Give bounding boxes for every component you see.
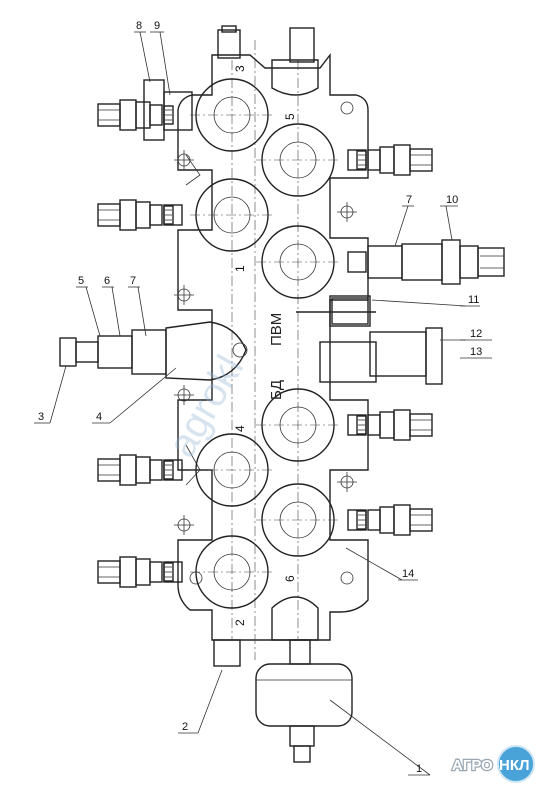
port-label-4: 4 <box>233 425 247 432</box>
port-label-3: 3 <box>233 65 247 72</box>
port-label-6: 6 <box>283 575 297 582</box>
callout-leaders <box>34 31 492 776</box>
callout-9: 9 <box>154 20 160 32</box>
watermark: agrokl <box>160 348 253 464</box>
left-pressure-fitting <box>59 321 248 381</box>
callout-4: 4 <box>96 411 102 423</box>
label-pvm: ПВМ <box>268 313 285 346</box>
port-labels: 1 2 3 4 5 6 <box>233 65 297 626</box>
pressure-valve-assembly-right <box>367 239 505 285</box>
callout-10: 10 <box>446 194 458 206</box>
agronkl-logo: АГРО НКЛ <box>451 745 535 783</box>
filter-element <box>255 663 353 763</box>
valve-body <box>177 40 369 660</box>
port-label-1: 1 <box>233 265 247 272</box>
callout-13: 13 <box>470 346 482 358</box>
callout-5: 5 <box>78 275 84 287</box>
callout-12: 12 <box>470 328 482 340</box>
callout-1: 1 <box>416 763 422 775</box>
electrical-connectors-left <box>97 99 183 588</box>
callout-3: 3 <box>38 411 44 423</box>
port-label-5: 5 <box>283 113 297 120</box>
callout-11: 11 <box>468 294 479 306</box>
port-label-2: 2 <box>233 619 247 626</box>
body-labels: ПВМ БД <box>268 313 285 400</box>
callout-labels: 1 2 3 4 5 6 7 7 8 9 10 11 12 13 14 <box>38 20 482 775</box>
center-right-assembly <box>296 295 443 385</box>
callout-2: 2 <box>182 721 188 733</box>
electrical-connectors-right <box>347 145 432 535</box>
callout-7-left: 7 <box>130 275 136 287</box>
logo-text-nkl: НКЛ <box>499 757 530 774</box>
callout-6: 6 <box>104 275 110 287</box>
callout-7-right: 7 <box>406 194 412 206</box>
label-bd: БД <box>268 380 285 400</box>
logo-circle-icon <box>497 745 535 783</box>
callout-8: 8 <box>136 20 142 32</box>
top-fittings <box>217 25 319 96</box>
logo-text-agro: АГРО <box>452 757 493 774</box>
left-top-fitting-8-9 <box>143 79 193 141</box>
callout-14: 14 <box>402 568 414 580</box>
